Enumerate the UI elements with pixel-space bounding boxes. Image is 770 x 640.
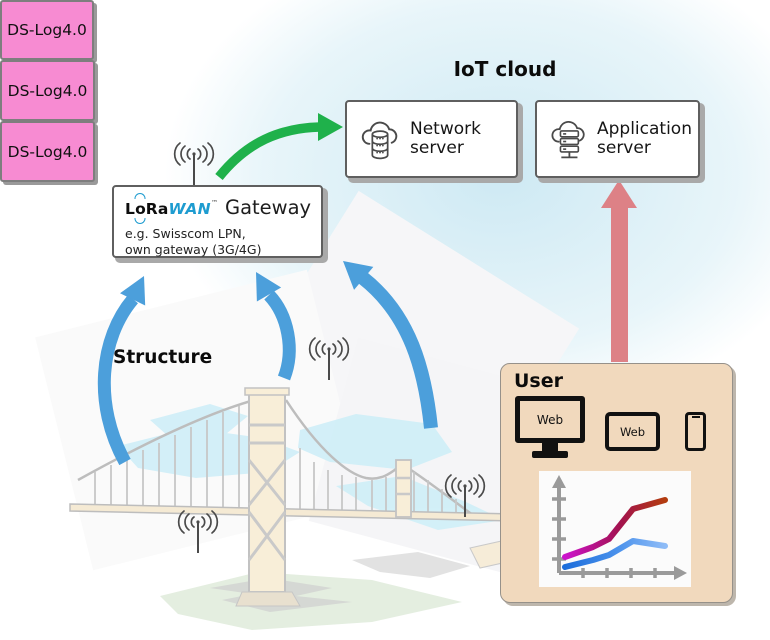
monitor-base bbox=[532, 451, 568, 458]
arrow-head bbox=[256, 272, 282, 302]
user-panel: User Web Web bbox=[500, 363, 733, 603]
application-server-line1: Application bbox=[597, 118, 692, 139]
lorawan-logo-ra: Ra bbox=[145, 200, 169, 218]
ground-patches bbox=[160, 539, 517, 630]
cable-hangers bbox=[94, 406, 457, 516]
side-tower bbox=[395, 459, 412, 518]
main-tower bbox=[235, 387, 301, 607]
trademark-mark: ™ bbox=[210, 199, 218, 207]
network-server-line2: server bbox=[410, 138, 464, 158]
user-title: User bbox=[514, 370, 563, 392]
desktop-web-label: Web bbox=[536, 412, 564, 427]
lorawan-gateway-box: LoRaWAN™ Gateway e.g. Swisscom LPN, own … bbox=[112, 185, 323, 258]
arrow-head bbox=[601, 180, 637, 208]
network-server-label: Network server bbox=[410, 118, 481, 158]
uplink-arrow-middle bbox=[256, 272, 296, 381]
lorawan-logo-o: o bbox=[135, 200, 146, 218]
application-server-box: Application server bbox=[535, 100, 700, 178]
device-antenna-icon bbox=[308, 337, 350, 380]
device-antenna-icon bbox=[177, 510, 219, 553]
application-server-line2: server bbox=[597, 138, 651, 158]
network-server-line1: Network bbox=[410, 118, 481, 139]
iot-cloud-title: IoT cloud bbox=[453, 57, 557, 81]
gateway-subtext-line2: own gateway (3G/4G) bbox=[125, 242, 262, 258]
user-to-application-arrow bbox=[601, 180, 637, 362]
arrow-head bbox=[343, 261, 374, 290]
chart-lower-line bbox=[562, 538, 668, 570]
lorawan-logo-wan: WAN bbox=[168, 200, 211, 218]
gateway-to-network-arrow bbox=[215, 113, 343, 180]
gateway-subtext-line1: e.g. Swisscom LPN, bbox=[125, 226, 246, 241]
structure-label: Structure bbox=[113, 347, 213, 368]
network-server-box: Network server bbox=[345, 100, 518, 178]
cloud-server-icon bbox=[551, 120, 585, 159]
uplink-arrow-left bbox=[97, 276, 146, 466]
gateway-label: Gateway bbox=[224, 196, 312, 219]
tablet-icon: Web bbox=[605, 412, 660, 451]
chart-axis-arrowheads bbox=[552, 475, 687, 580]
arrow-head bbox=[120, 276, 146, 306]
application-server-label: Application server bbox=[597, 118, 692, 158]
device-antenna-icon bbox=[444, 474, 486, 517]
lorawan-logo: LoRaWAN™ bbox=[125, 199, 218, 218]
arrow-head bbox=[318, 113, 343, 141]
uplink-arrow-right bbox=[343, 261, 438, 429]
gateway-antenna-icon bbox=[173, 142, 215, 185]
cloud-database-icon bbox=[361, 121, 398, 160]
tablet-web-label: Web bbox=[619, 424, 646, 439]
monitor-stand bbox=[542, 443, 558, 451]
lorawan-logo-l: L bbox=[125, 200, 136, 218]
desktop-monitor-icon: Web bbox=[515, 396, 585, 443]
chart-upper-line bbox=[562, 497, 668, 560]
line-chart-icon bbox=[539, 471, 691, 587]
smartphone-icon bbox=[685, 412, 706, 451]
gateway-subtext: e.g. Swisscom LPN, own gateway (3G/4G) bbox=[125, 226, 313, 259]
